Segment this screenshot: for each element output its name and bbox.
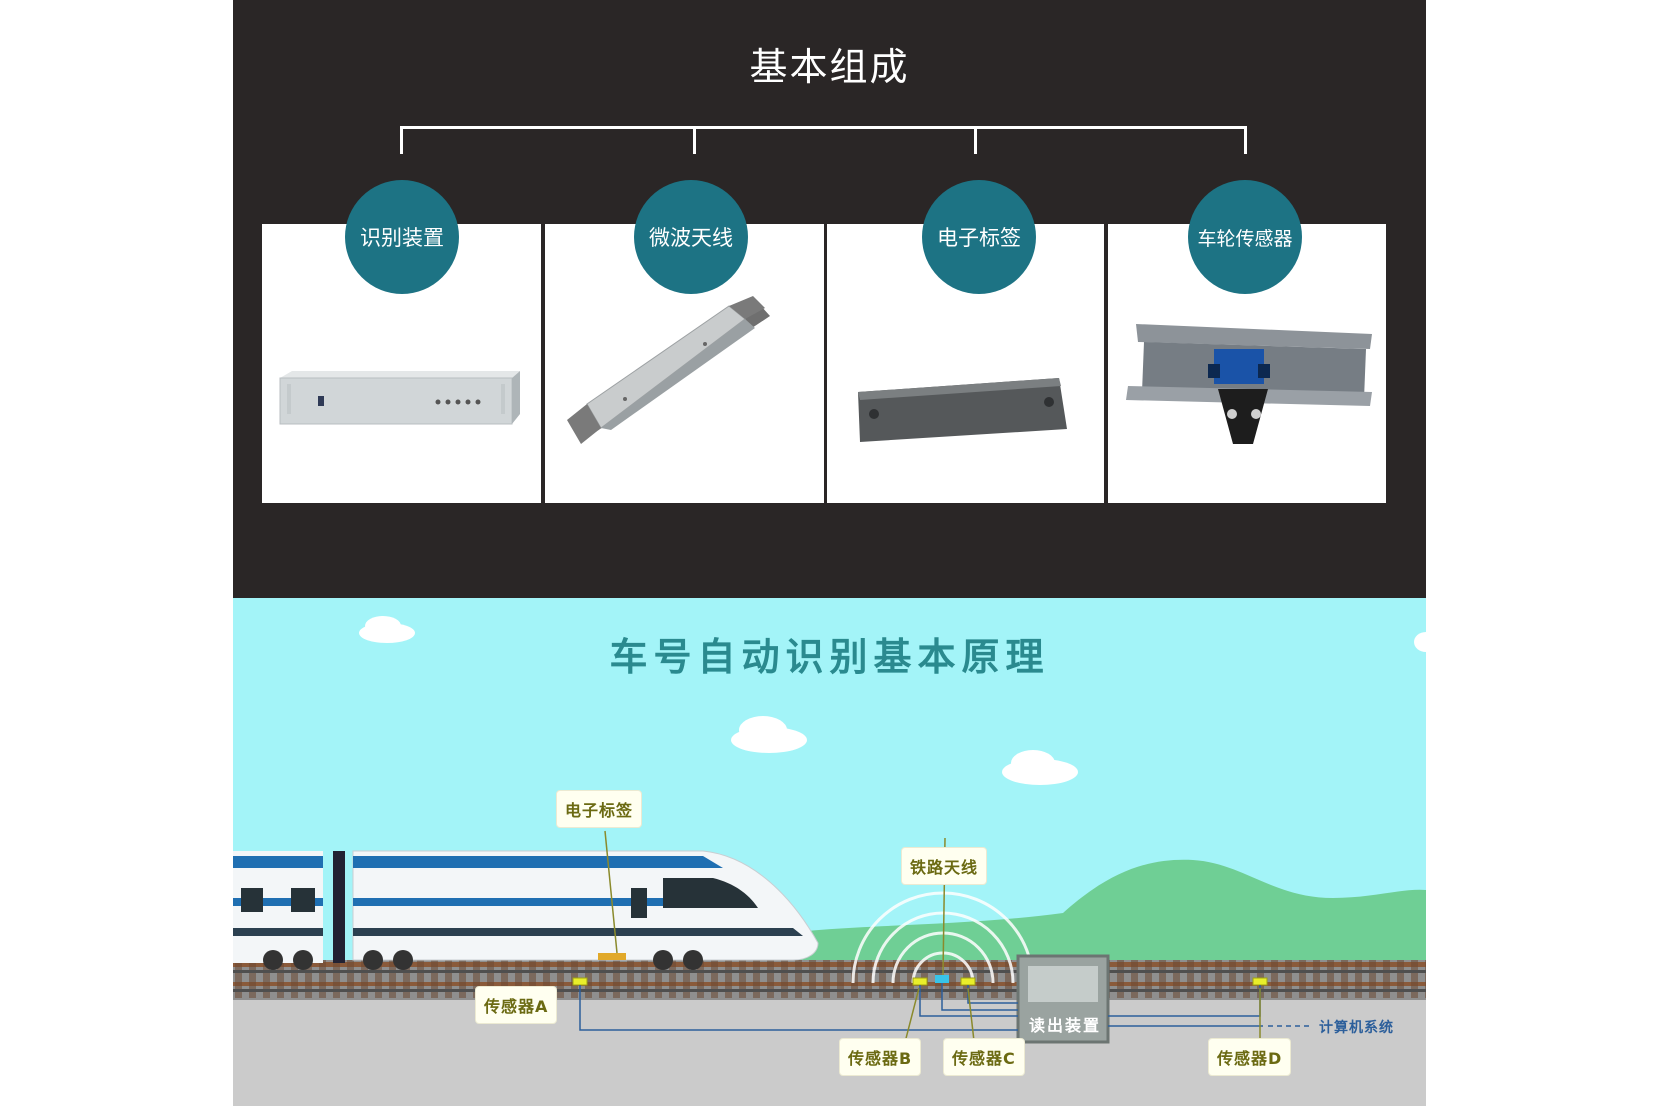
badge-tag: 电子标签 — [922, 180, 1036, 294]
cloud-icon — [359, 616, 1426, 785]
label-computer-system: 计算机系统 — [1319, 1020, 1394, 1036]
badge-reader: 识别装置 — [345, 180, 459, 294]
badge-wheel-sensor: 车轮传感器 — [1188, 180, 1302, 294]
bracket-tick — [974, 126, 977, 154]
bracket-tick — [400, 126, 403, 154]
antenna-image — [567, 296, 770, 444]
label-electronic-tag: 电子标签 — [556, 790, 643, 828]
label-sensor-a: 传感器A — [475, 986, 558, 1024]
electronic-tag-image — [858, 378, 1067, 442]
label-sensor-c: 传感器C — [943, 1038, 1025, 1076]
reader-device-image — [279, 371, 520, 425]
label-sensor-b: 传感器B — [839, 1038, 922, 1076]
bracket-tick — [693, 126, 696, 154]
bracket-tick — [1244, 126, 1247, 154]
label-rail-antenna: 铁路天线 — [901, 847, 988, 885]
components-title: 基本组成 — [749, 45, 910, 89]
train-icon — [233, 850, 819, 970]
principle-title: 车号自动识别基本原理 — [609, 635, 1050, 679]
bracket-line — [400, 126, 1247, 129]
component-card-antenna — [545, 224, 824, 503]
badge-antenna: 微波天线 — [634, 180, 748, 294]
label-sensor-d: 传感器D — [1208, 1038, 1292, 1076]
scene-illustration — [233, 598, 1426, 1106]
principle-scene: 车号自动识别基本原理 电子标签 铁路天线 传感器A 传感器B 传感器C 传感器D… — [233, 598, 1426, 1106]
wheel-sensor-image — [1126, 324, 1372, 444]
label-reader: 读出装置 — [1029, 1016, 1102, 1035]
